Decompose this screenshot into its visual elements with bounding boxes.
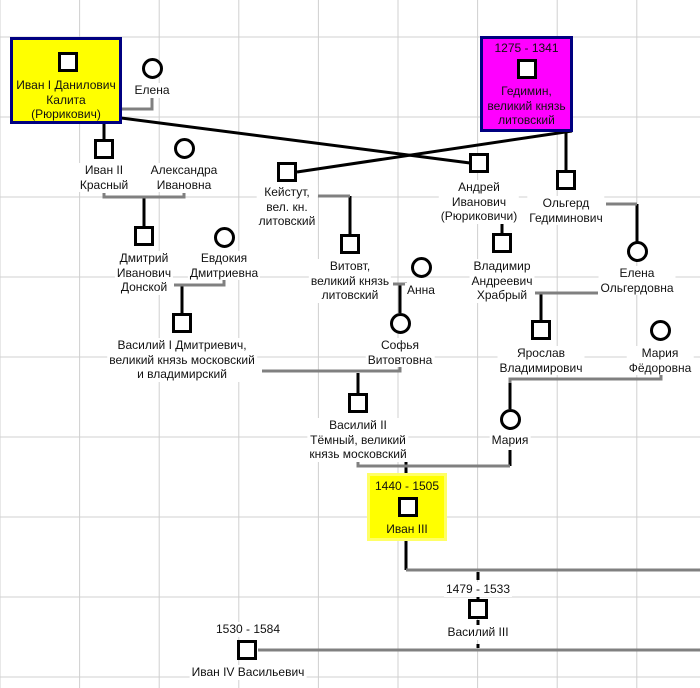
male-square-icon-ivan2[interactable] (94, 139, 114, 159)
couple-vasily1-sofya (262, 366, 402, 373)
female-circle-icon-elena-olgerdovna[interactable] (627, 241, 648, 262)
male-square-icon-vasily3[interactable] (468, 599, 488, 619)
female-circle-icon-sofya[interactable] (390, 313, 411, 334)
female-circle-icon-anna[interactable] (411, 257, 432, 278)
male-square-icon-dmitri[interactable] (134, 226, 154, 246)
male-square-icon-keistut[interactable] (277, 162, 297, 182)
male-square-icon-olgerd[interactable] (556, 170, 576, 190)
couple-ivan2-aleksandra (102, 193, 186, 199)
person-dates-ivan3: 1440 - 1505 (374, 479, 440, 493)
male-square-icon (58, 52, 78, 72)
female-circle-icon-elena[interactable] (142, 58, 163, 79)
couple-dmitri-evdokia (174, 279, 226, 287)
person-name-vasily3: Василий III (445, 625, 511, 640)
line-gedimin-keistut (296, 129, 573, 174)
male-square-icon (398, 497, 418, 517)
person-name-anna: Анна (405, 283, 437, 298)
female-circle-icon-maria[interactable] (500, 409, 521, 430)
line-ivan1-andrei (120, 116, 471, 165)
person-name-maria: Мария (489, 433, 531, 448)
male-square-icon-vladimir[interactable] (492, 233, 512, 253)
male-square-icon-vasily2[interactable] (348, 393, 368, 413)
person-dates-ivan4: 1530 - 1584 (213, 622, 283, 637)
person-card-ivan3[interactable]: 1440 - 1505 Иван III (367, 473, 447, 541)
female-circle-icon-evdokia[interactable] (214, 227, 235, 248)
person-dates-vasily3: 1479 - 1533 (443, 582, 513, 597)
couple-yaroslav-maria (508, 374, 663, 383)
male-square-icon (517, 59, 537, 79)
male-square-icon-vitovt[interactable] (340, 234, 360, 254)
couple-vasily2-maria (356, 462, 510, 468)
couple-ivan1-elena (121, 98, 154, 111)
female-circle-icon-aleksandra[interactable] (174, 138, 195, 159)
male-square-icon-vasily1[interactable] (172, 313, 192, 333)
person-name-ivan4: Иван IV Васильевич (189, 665, 307, 680)
person-name-ivan3: Иван III (386, 522, 428, 536)
male-square-icon-ivan4[interactable] (237, 640, 257, 660)
female-circle-icon-maria-fedorovna[interactable] (650, 320, 671, 341)
male-square-icon-yaroslav[interactable] (531, 320, 551, 340)
person-dates-gedimin: 1275 - 1341 (494, 41, 559, 55)
person-name-vasily1: Василий I Дмитриевич,великий князь моско… (107, 338, 257, 382)
person-name-keistut: Кейстут,вел. кн.литовский (256, 185, 318, 229)
male-square-icon-andrei[interactable] (469, 153, 489, 173)
person-name-elena: Елена (132, 83, 172, 98)
